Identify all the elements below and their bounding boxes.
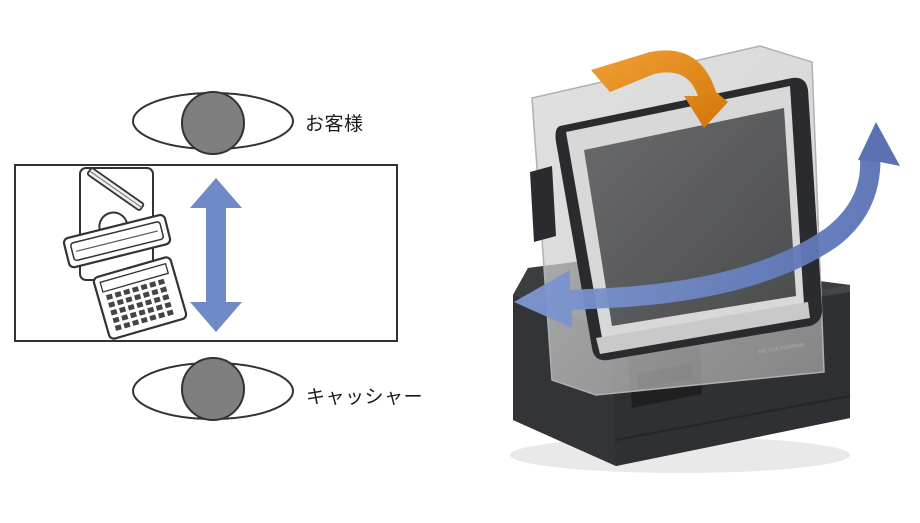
swivel-arrow-icon bbox=[514, 122, 900, 328]
customer-eye-icon bbox=[132, 91, 294, 155]
tilt-arrow-icon bbox=[591, 50, 728, 129]
pen-icon bbox=[86, 167, 145, 211]
customer-label: お客様 bbox=[305, 113, 364, 135]
cashier-label: キャッシャー bbox=[306, 386, 424, 408]
register-icon bbox=[62, 211, 172, 269]
keyboard-icon bbox=[92, 256, 188, 340]
double-arrow-icon bbox=[190, 178, 242, 332]
cashier-eye-icon bbox=[132, 357, 294, 421]
counter-items-icon bbox=[62, 167, 188, 340]
